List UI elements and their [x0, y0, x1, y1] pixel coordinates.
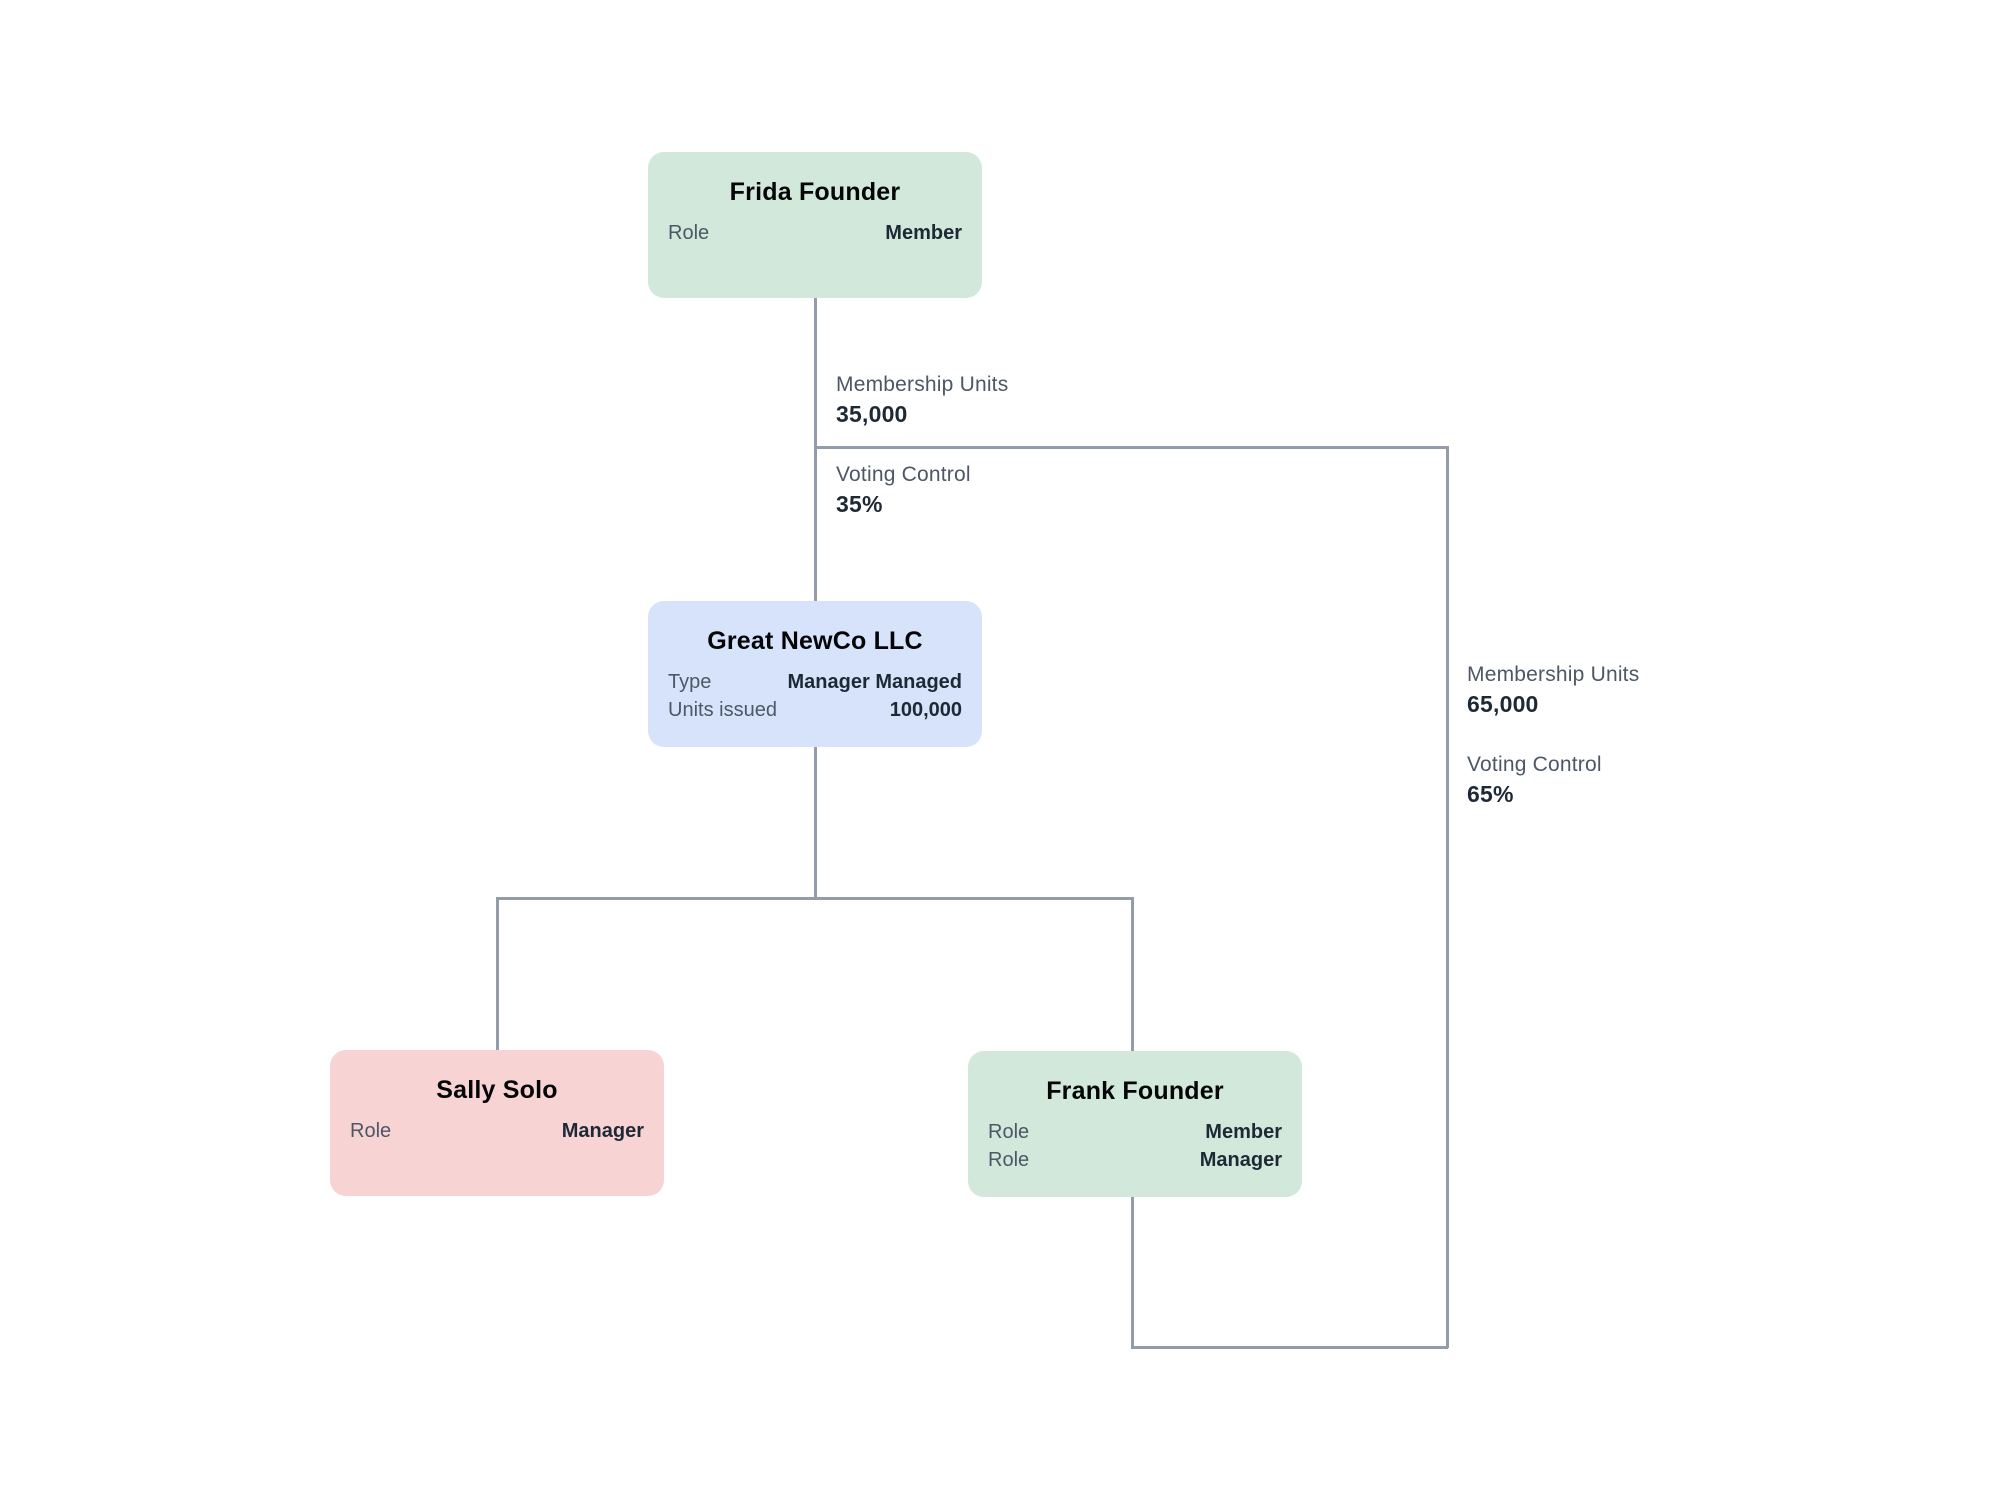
- edge-label-frida-membership-units: Membership Units 35,000: [836, 371, 1008, 429]
- node-row: Role Manager: [350, 1118, 644, 1146]
- row-value: 100,000: [889, 698, 962, 721]
- row-value: Manager Managed: [787, 671, 962, 693]
- row-label: Role: [988, 1148, 1030, 1171]
- edge-label-name: Membership Units: [836, 373, 1009, 396]
- row-label: Type: [668, 671, 712, 693]
- row-label: Role: [988, 1121, 1030, 1143]
- node-title: Frida Founder: [729, 178, 901, 206]
- edge-branch-line: [496, 897, 1133, 900]
- row-value: Manager: [561, 1120, 644, 1142]
- node-title: Great NewCo LLC: [707, 627, 923, 655]
- edge-label-frida-voting-control: Voting Control 35%: [836, 461, 971, 519]
- edge-label-name: Voting Control: [836, 463, 971, 486]
- edge-sally-drop-line: [496, 897, 499, 1050]
- edge-frank-drop-line: [1131, 897, 1134, 1051]
- node-frank-founder[interactable]: Frank Founder Role Member Role Manager: [968, 1051, 1302, 1197]
- node-row: Type Manager Managed: [668, 669, 962, 697]
- row-label: Units issued: [668, 698, 777, 721]
- edge-frida-newco-line: [814, 297, 817, 601]
- node-frida-founder[interactable]: Frida Founder Role Member: [648, 152, 982, 298]
- edge-label-value: 65,000: [1467, 691, 1539, 717]
- node-row: Role Member: [988, 1119, 1282, 1147]
- row-value: Member: [1205, 1121, 1282, 1143]
- node-great-newco-llc[interactable]: Great NewCo LLC Type Manager Managed Uni…: [648, 601, 982, 747]
- edge-frank-newco-line-bottom: [1131, 1346, 1448, 1349]
- node-row: Units issued 100,000: [668, 697, 962, 725]
- node-title: Sally Solo: [436, 1076, 558, 1104]
- node-sally-solo[interactable]: Sally Solo Role Manager: [330, 1050, 664, 1196]
- edge-label-frank-voting-control: Voting Control 65%: [1467, 751, 1602, 809]
- row-value: Member: [885, 222, 962, 244]
- edge-label-value: 65%: [1467, 781, 1514, 807]
- edge-frank-newco-line-stub: [1131, 1197, 1134, 1348]
- edge-label-frank-membership-units: Membership Units 65,000: [1467, 661, 1639, 719]
- node-row: Role Manager: [988, 1147, 1282, 1175]
- row-label: Role: [350, 1120, 392, 1142]
- edge-label-value: 35%: [836, 491, 883, 517]
- row-label: Role: [668, 222, 710, 244]
- edge-newco-branch-stub: [814, 747, 817, 899]
- edge-frank-newco-line-top: [814, 446, 1448, 449]
- edge-frank-newco-line-right: [1446, 446, 1449, 1348]
- edge-label-value: 35,000: [836, 401, 908, 427]
- edge-label-name: Membership Units: [1467, 663, 1640, 686]
- node-title: Frank Founder: [1046, 1077, 1224, 1105]
- row-value: Manager: [1199, 1148, 1282, 1171]
- node-row: Role Member: [668, 220, 962, 248]
- edge-label-name: Voting Control: [1467, 753, 1602, 776]
